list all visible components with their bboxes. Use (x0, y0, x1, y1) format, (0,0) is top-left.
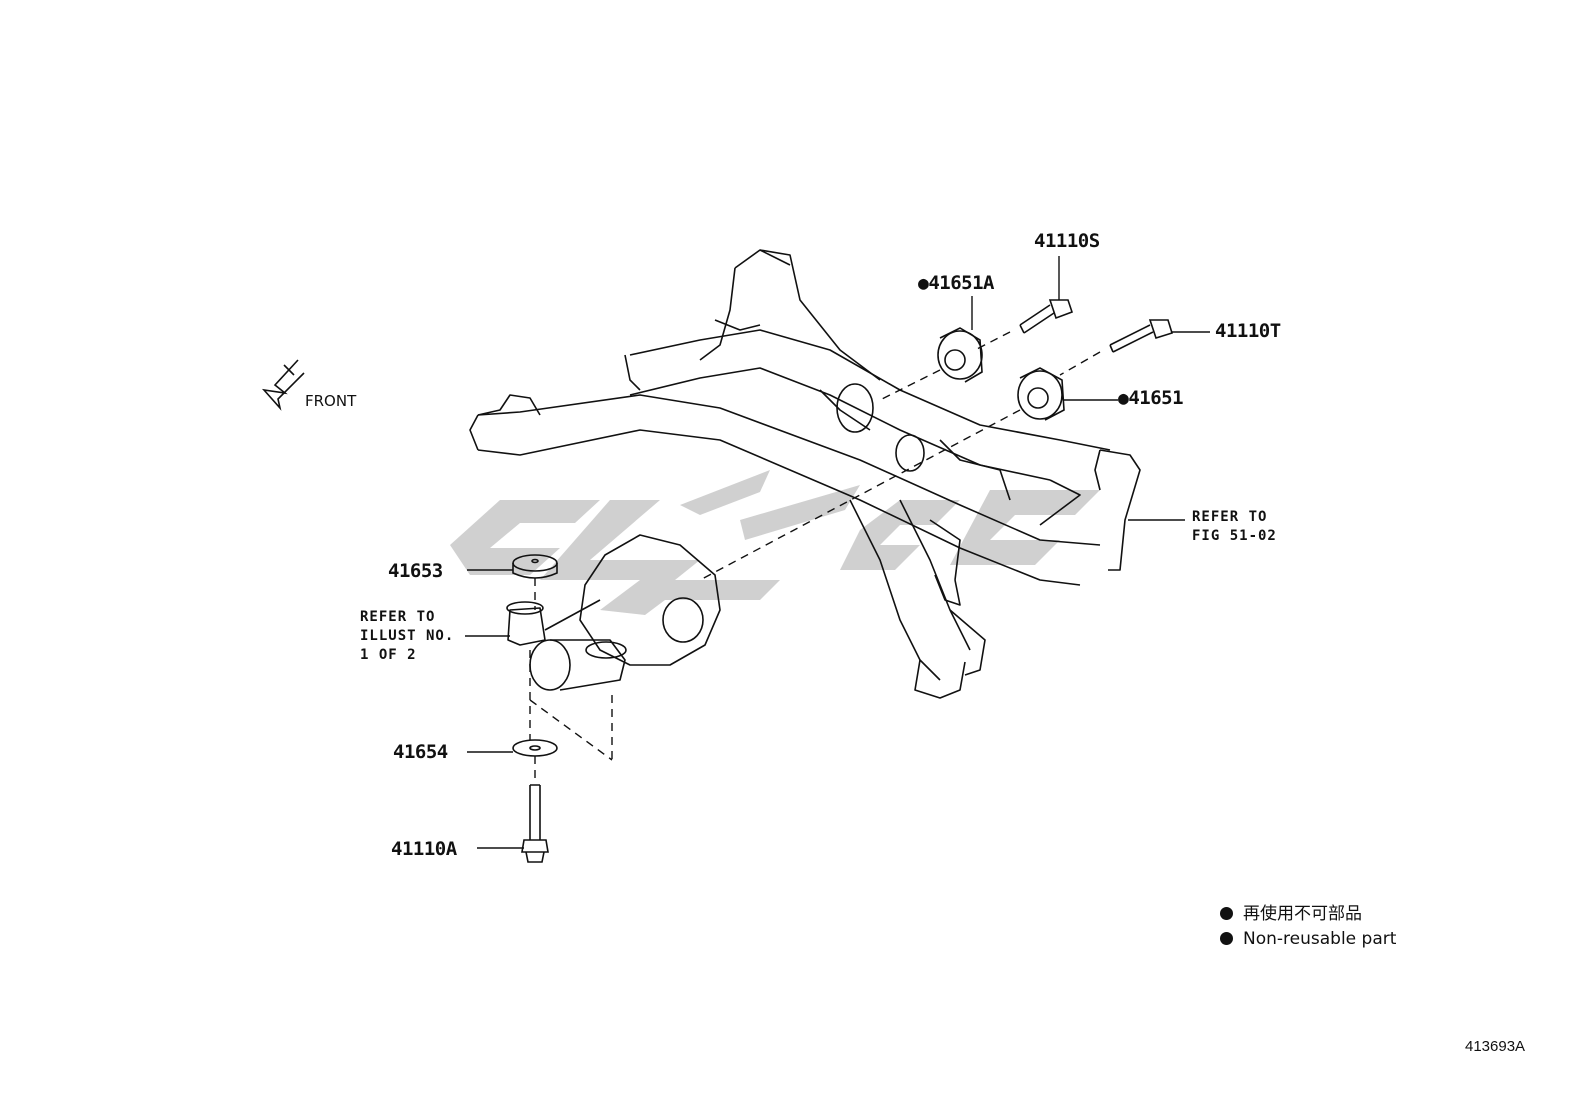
note-refer-illust-line-3: 1 OF 2 (360, 647, 417, 663)
legend-row-ja: 再使用不可部品 (1220, 902, 1396, 927)
leader-lines (465, 256, 1210, 849)
callout-41110t: 41110T (1215, 320, 1281, 342)
legend-row-en: Non-reusable part (1220, 927, 1396, 952)
note-refer-fig: REFER TO FIG 51-02 (1192, 508, 1277, 546)
bolt-41110s (1019, 299, 1074, 334)
callout-41651a: ●41651A (918, 272, 994, 294)
note-refer-illust: REFER TO ILLUST NO. 1 OF 2 (360, 608, 454, 665)
non-reusable-bullet-icon (1220, 907, 1233, 920)
rear-subframe (469, 249, 1141, 699)
legend-text-en: Non-reusable part (1243, 929, 1397, 949)
legend: 再使用不可部品 Non-reusable part (1220, 902, 1396, 952)
non-reusable-marker-icon: ● (1118, 388, 1129, 409)
washer-41654 (512, 739, 558, 757)
callout-41654: 41654 (393, 741, 448, 763)
non-reusable-bullet-icon (1220, 932, 1233, 945)
callout-41110s: 41110S (1034, 230, 1100, 252)
bolt-41110a (521, 784, 549, 863)
differential-housing (506, 534, 721, 691)
assembly-dashed-lines (529, 331, 1101, 780)
note-refer-illust-line-1: REFER TO (360, 609, 436, 625)
note-refer-fig-line-1: REFER TO (1192, 509, 1268, 525)
note-refer-illust-line-2: ILLUST NO. (360, 628, 455, 644)
figure-id: 413693A (1465, 1038, 1526, 1055)
bushing-41651 (1017, 367, 1065, 421)
watermark-logo (450, 470, 1100, 615)
bolt-41110t (1109, 319, 1173, 353)
callout-41110a: 41110A (391, 838, 457, 860)
callout-41651-label: 41651 (1128, 387, 1184, 409)
front-label: FRONT (305, 392, 357, 410)
note-refer-fig-line-2: FIG 51-02 (1192, 528, 1277, 544)
legend-text-ja: 再使用不可部品 (1243, 904, 1362, 924)
callout-41651: ●41651 (1118, 387, 1184, 409)
non-reusable-marker-icon: ● (918, 273, 929, 294)
front-arrow-icon (261, 359, 305, 411)
bushing-41651a (937, 327, 983, 383)
callout-41651a-label: 41651A (928, 272, 994, 294)
callout-41653: 41653 (388, 560, 443, 582)
